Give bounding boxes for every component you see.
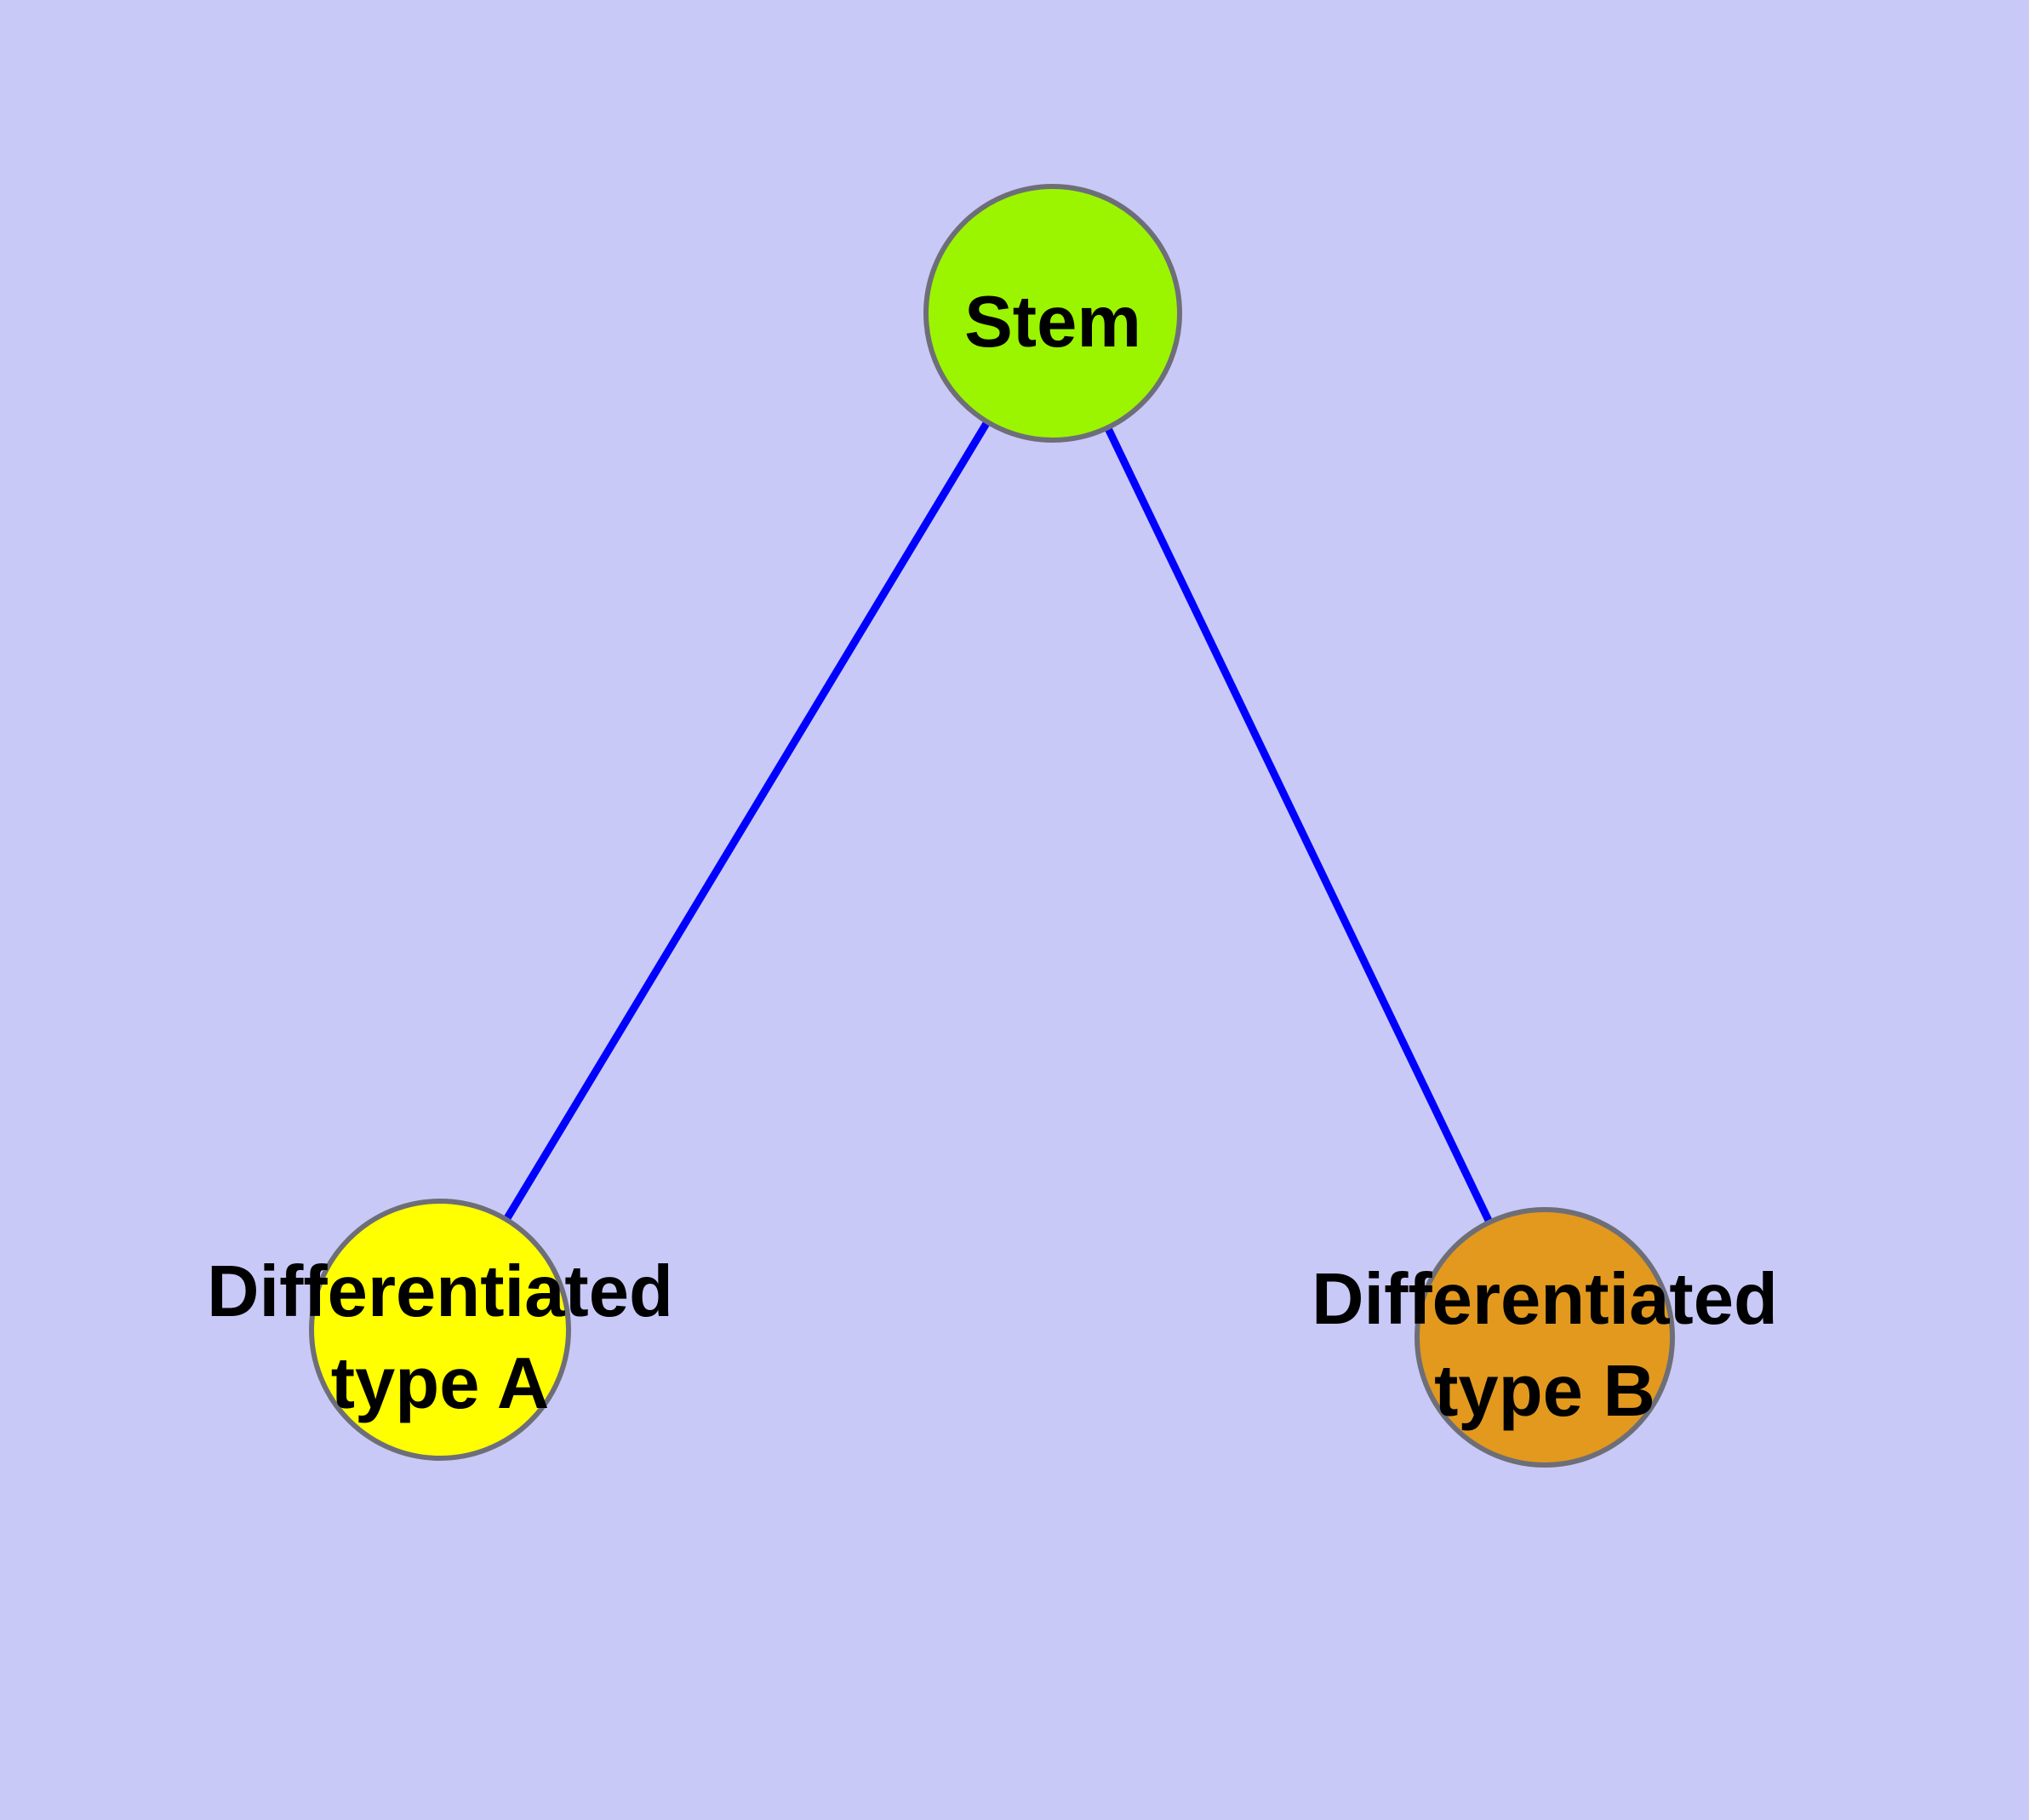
node-stem-label: Stem	[964, 282, 1141, 363]
node-type-a-label-line1: Differentiated	[207, 1251, 673, 1332]
edge-stem-to-type-b	[1049, 312, 1549, 1339]
node-type-b-label-line2: type B	[1434, 1351, 1655, 1432]
node-type-a-label-line2: type A	[331, 1343, 550, 1424]
node-stem	[923, 184, 1182, 443]
edge-stem-to-type-a	[437, 311, 1056, 1332]
node-differentiated-type-a	[309, 1199, 571, 1461]
node-type-b-label-line1: Differentiated	[1312, 1259, 1778, 1340]
node-differentiated-type-b	[1415, 1207, 1675, 1468]
